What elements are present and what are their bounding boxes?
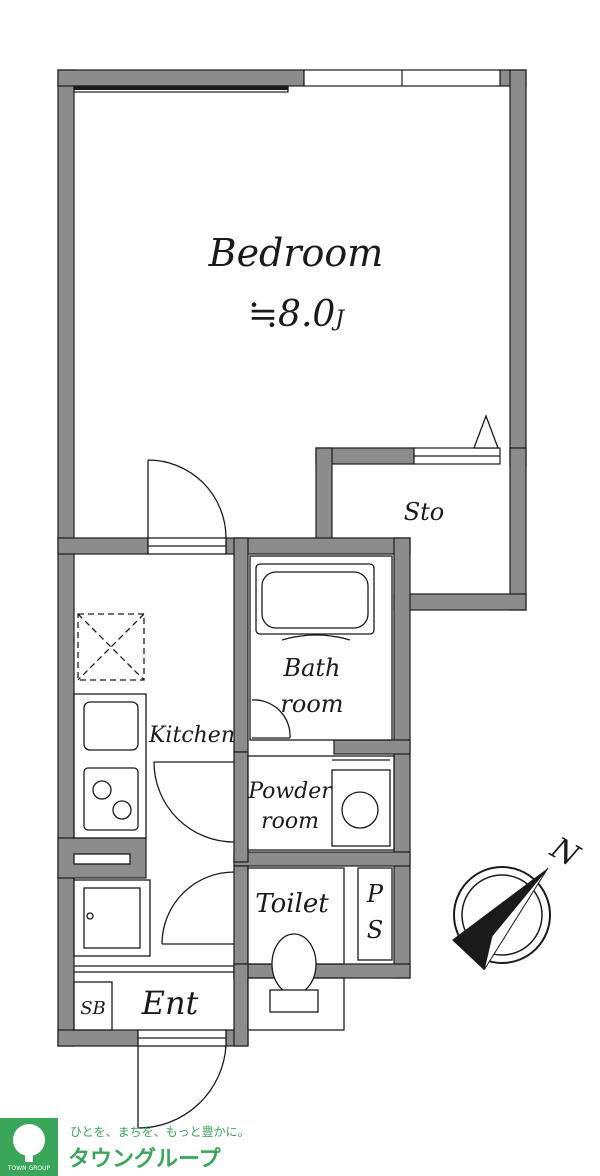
powder-fixtures (247, 755, 395, 851)
powder-label-2: room (261, 809, 319, 834)
kitchen-label: Kitchen (148, 723, 235, 748)
toilet-bowl-icon (271, 933, 317, 995)
kitchen-fixtures (73, 613, 234, 1031)
entrance-door[interactable] (137, 1029, 227, 1129)
sto-marker-icon (473, 414, 499, 449)
logo-tagline: ひとを、まちを、もっと豊かに。 (70, 1125, 250, 1139)
bedroom-area: ≒8.0J (248, 294, 345, 335)
bedroom-label: Bedroom (208, 231, 384, 275)
bathtub-icon (261, 571, 369, 629)
pipe-space (357, 867, 393, 961)
bedroom-door[interactable] (147, 459, 227, 555)
toilet-area-door[interactable] (161, 871, 235, 945)
storage-label: Sto (404, 498, 445, 526)
entrance-label: Ent (141, 984, 199, 1022)
ps-label-1: P (366, 880, 384, 908)
compass-needle-icon (452, 868, 548, 970)
company-logo: TOWN GROUP ひとを、まちを、もっと豊かに。 タウングループ (0, 1118, 250, 1176)
bath-label-1: Bath (282, 654, 340, 682)
logo-sub: TOWN GROUP (7, 1165, 51, 1172)
ps-label-2: S (367, 916, 383, 944)
toilet-fixtures (247, 867, 393, 1031)
sink-icon (83, 701, 139, 751)
shoe-box (73, 981, 113, 1031)
logo-name: タウングループ (68, 1146, 222, 1172)
toilet-label: Toilet (255, 889, 329, 919)
powder-label-1: Powder (247, 779, 333, 804)
storage-opening (413, 447, 501, 465)
compass: N (452, 830, 587, 971)
bath-fixtures (249, 555, 393, 741)
compass-north-label: N (544, 830, 587, 875)
walls (57, 69, 527, 1047)
stove-icon (83, 767, 139, 831)
top-window (73, 69, 501, 93)
shoe-box-label: SB (80, 998, 106, 1019)
kitchen-door[interactable] (153, 761, 235, 843)
bath-label-2: room (280, 690, 343, 718)
